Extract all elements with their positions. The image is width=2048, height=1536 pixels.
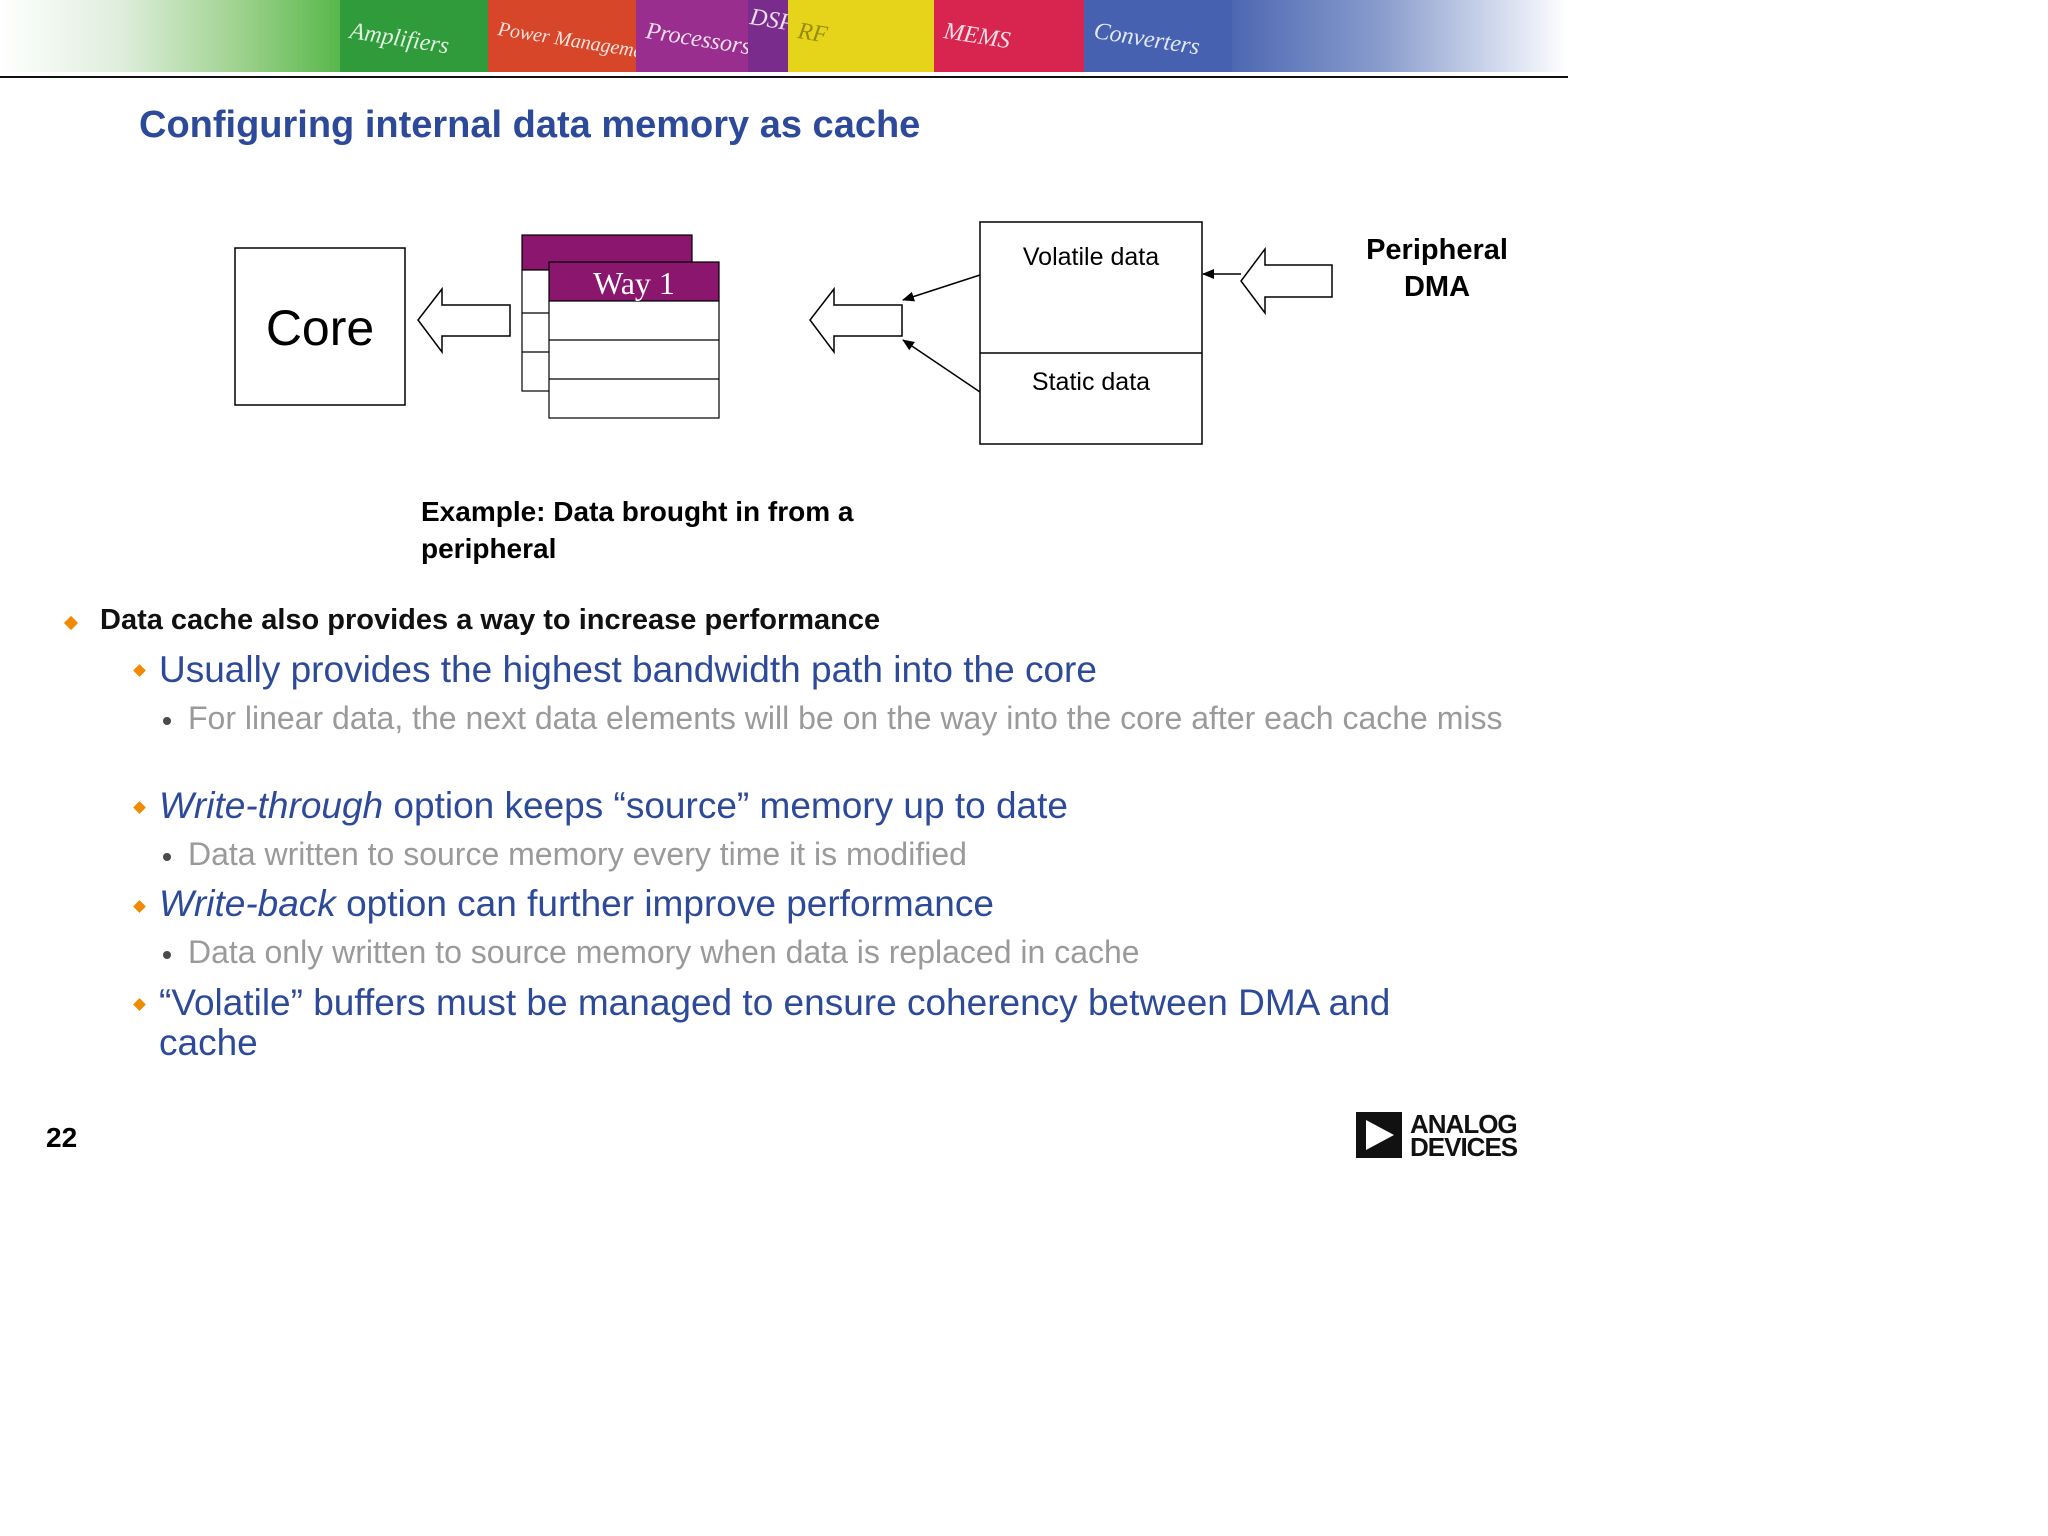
diagram-caption: Example: Data brought in from a peripher… — [421, 496, 854, 564]
peripheral-dma-label-line1: Peripheral — [1366, 234, 1508, 266]
header-banner: Amplifiers Power Management Processors D… — [0, 0, 1568, 72]
logo-line2: DEVICES — [1410, 1132, 1518, 1162]
write-through-term: Write-through — [159, 785, 384, 826]
write-back-text: option can further improve performance — [335, 883, 994, 924]
logo-line1: ANALOG — [1410, 1109, 1518, 1139]
arrow-dma-to-memory — [1240, 246, 1333, 316]
bullet-diamond-icon — [133, 900, 146, 913]
banner-tile-power-management: Power Management — [488, 0, 636, 72]
memory-block — [979, 221, 1203, 445]
bullet-written-on-replace: Data only written to source memory when … — [188, 934, 1140, 970]
bullet-diamond-icon — [133, 801, 146, 814]
bullet-dot-icon — [163, 717, 171, 725]
banner-tile-processors: Processors — [636, 0, 748, 72]
banner-tile-rf: RF — [788, 0, 934, 72]
bullet-data-cache: Data cache also provides a way to increa… — [100, 604, 881, 636]
page-number: 22 — [46, 1122, 78, 1153]
header-divider — [0, 76, 1568, 78]
write-back-term: Write-back — [159, 883, 336, 924]
bullet-diamond-icon — [63, 615, 79, 631]
arrow-memory-to-cache — [809, 286, 903, 355]
write-through-text: option keeps “source” memory up to date — [383, 785, 1068, 826]
bullet-volatile-buffers: “Volatile” buffers must be managed to en… — [159, 982, 1391, 1063]
core-box — [234, 247, 406, 406]
bullet-dot-icon — [163, 951, 171, 959]
banner-tile-converters: Converters — [1084, 0, 1232, 72]
bullet-diamond-icon — [133, 664, 146, 677]
way-label: Way 1 — [593, 265, 675, 301]
banner-tile-mems: MEMS — [934, 0, 1084, 72]
bullet-diamond-icon — [133, 998, 146, 1011]
bullet-bandwidth: Usually provides the highest bandwidth p… — [159, 649, 1097, 690]
arrow-static-to-cache — [902, 339, 981, 393]
bullet-write-back: Write-back option can further improve pe… — [159, 884, 994, 924]
volatile-data-label: Volatile data — [1023, 243, 1159, 271]
peripheral-dma-label-line2: DMA — [1404, 271, 1470, 303]
arrow-volatile-to-cache — [902, 274, 981, 302]
banner-gradient-left — [0, 0, 340, 72]
cache-way-1 — [548, 261, 720, 419]
banner-tile-amplifiers: Amplifiers — [340, 0, 488, 72]
banner-tile-dsp: DSP — [748, 0, 788, 72]
bullet-dot-icon — [163, 853, 171, 861]
arrow-cache-to-core — [417, 286, 511, 355]
bullet-write-through: Write-through option keeps “source” memo… — [159, 786, 1068, 826]
banner-gradient-right — [1232, 0, 1568, 72]
analog-devices-logo: ANALOG DEVICES — [1356, 1110, 1526, 1160]
core-label: Core — [266, 300, 374, 356]
static-data-label: Static data — [1032, 368, 1150, 396]
slide-title: Configuring internal data memory as cach… — [139, 104, 921, 146]
logo-mark-icon — [1356, 1112, 1402, 1158]
bullet-linear-data: For linear data, the next data elements … — [188, 700, 1503, 736]
bullet-written-every-time: Data written to source memory every time… — [188, 836, 967, 872]
cache-diagram: Core Way 1 Volatile data Static data Per… — [234, 221, 1508, 445]
